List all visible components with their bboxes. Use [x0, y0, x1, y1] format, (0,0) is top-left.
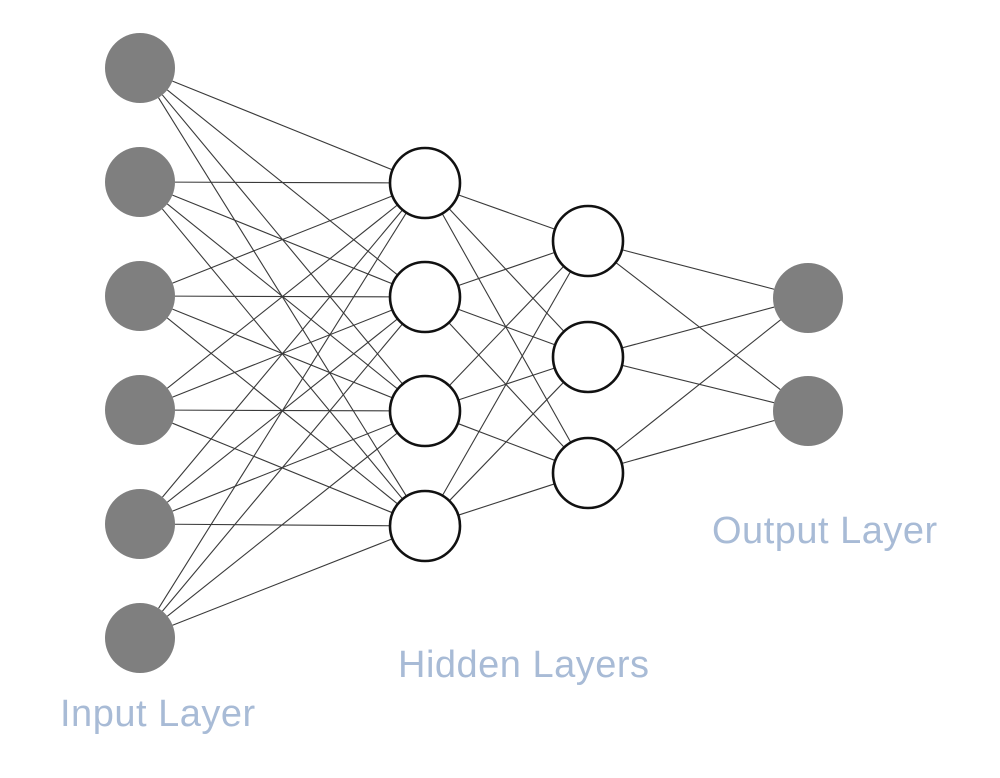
hidden1-node-1[interactable] — [388, 146, 462, 220]
connection-edge — [441, 271, 572, 496]
hidden2-node-3[interactable] — [551, 436, 625, 510]
hidden2-node-1[interactable] — [551, 204, 625, 278]
connection-edge — [172, 538, 393, 626]
hidden1-node-2[interactable] — [388, 260, 462, 334]
connection-edge — [162, 209, 403, 498]
connection-edge — [457, 251, 556, 287]
connection-edge — [167, 432, 398, 617]
input-node-3[interactable] — [105, 261, 175, 331]
connection-edge — [162, 323, 403, 612]
connection-edge — [448, 322, 565, 448]
connection-edge — [448, 265, 565, 387]
connection-edge — [158, 212, 407, 609]
layer-labels-group: Input Layer Hidden Layers Output Layer — [60, 510, 938, 735]
hidden2-node-2[interactable] — [551, 320, 625, 394]
output-node-1[interactable] — [773, 263, 843, 333]
connection-edge — [615, 261, 781, 391]
connection-edge — [174, 181, 391, 184]
input-layer-label: Input Layer — [60, 693, 256, 735]
connections-group — [158, 80, 781, 626]
connection-edge — [458, 483, 555, 516]
input-node-1[interactable] — [105, 33, 175, 103]
connection-edge — [621, 249, 775, 290]
output-layer-label: Output Layer — [712, 510, 938, 552]
connection-edge — [448, 381, 565, 502]
hidden1-node-3[interactable] — [388, 374, 462, 448]
nodes-group — [105, 33, 843, 673]
hidden1-node-4[interactable] — [388, 489, 462, 563]
input-node-4[interactable] — [105, 375, 175, 445]
input-node-2[interactable] — [105, 147, 175, 217]
output-node-2[interactable] — [773, 376, 843, 446]
connection-edge — [441, 213, 572, 443]
connection-edge — [621, 306, 775, 349]
connection-edge — [172, 80, 393, 171]
connection-edge — [172, 195, 393, 284]
connection-edge — [167, 204, 398, 389]
connection-edge — [457, 308, 556, 346]
connection-edge — [615, 319, 781, 452]
input-node-5[interactable] — [105, 489, 175, 559]
input-node-6[interactable] — [105, 603, 175, 673]
connection-edge — [457, 194, 556, 230]
connection-edge — [448, 208, 565, 332]
hidden-layers-label: Hidden Layers — [398, 644, 650, 686]
connection-edge — [621, 419, 775, 465]
connection-edge — [621, 364, 775, 404]
